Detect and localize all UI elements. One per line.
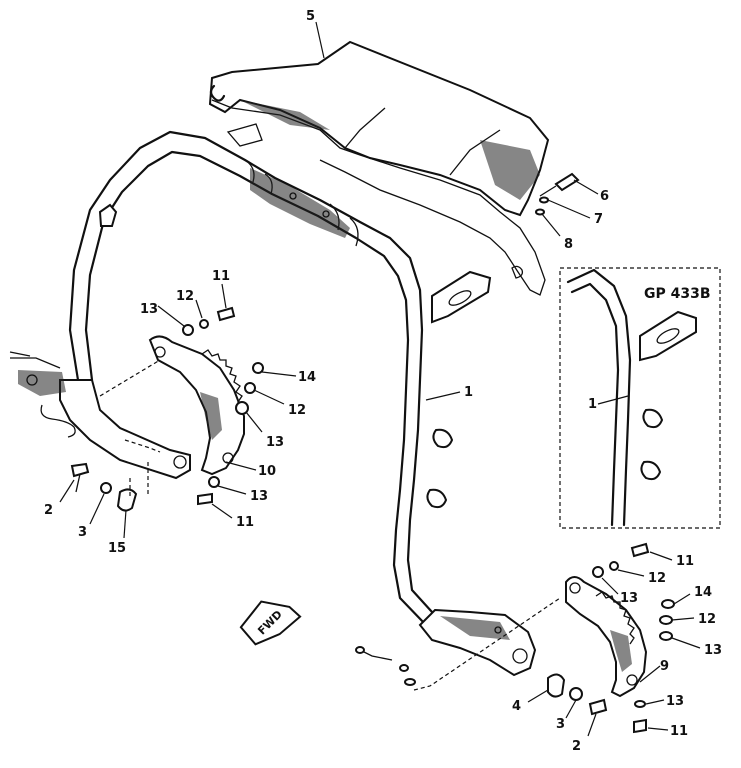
callout-13: 13 — [250, 489, 268, 504]
callout-12: 12 — [698, 612, 716, 627]
callout-3: 3 — [78, 525, 87, 540]
callout-14: 14 — [298, 370, 316, 385]
callout-4: 4 — [512, 699, 521, 714]
part-1-guard-pipe — [9, 130, 537, 677]
inset-variant-box — [559, 267, 721, 529]
callout-2: 2 — [572, 739, 581, 754]
forward-direction-arrow: FWD — [239, 600, 302, 646]
callout-11: 11 — [236, 515, 254, 530]
callout-14: 14 — [694, 585, 712, 600]
callout-11: 11 — [676, 554, 694, 569]
callout-13: 13 — [140, 302, 158, 317]
callout-13: 13 — [266, 435, 284, 450]
hardware-small-parts — [70, 172, 675, 734]
part-9-right-bracket — [565, 576, 648, 698]
part-10-left-bracket — [148, 335, 246, 476]
callout-7: 7 — [594, 212, 603, 227]
callout-13: 13 — [620, 591, 638, 606]
callout-11: 11 — [670, 724, 688, 739]
callout-10: 10 — [258, 464, 276, 479]
callout-labels: 5 6 7 8 11 13 12 14 12 13 1 10 13 11 2 3… — [44, 9, 722, 754]
callout-12: 12 — [176, 289, 194, 304]
callout-5: 5 — [306, 9, 315, 24]
part-5-cover — [208, 40, 550, 296]
callout-8: 8 — [564, 237, 573, 252]
callout-6: 6 — [600, 189, 609, 204]
callout-leaders — [59, 21, 701, 737]
callout-1: 1 — [588, 397, 597, 412]
inset-group-code: GP 433B — [644, 286, 711, 302]
callout-12: 12 — [648, 571, 666, 586]
callout-11: 11 — [212, 269, 230, 284]
callout-3: 3 — [556, 717, 565, 732]
callout-13: 13 — [704, 643, 722, 658]
callout-1: 1 — [464, 385, 473, 400]
callout-15: 15 — [108, 541, 126, 556]
assembly-lines — [99, 359, 561, 691]
callout-12: 12 — [288, 403, 306, 418]
callout-9: 9 — [660, 659, 669, 674]
callout-2: 2 — [44, 503, 53, 518]
callout-13: 13 — [666, 694, 684, 709]
